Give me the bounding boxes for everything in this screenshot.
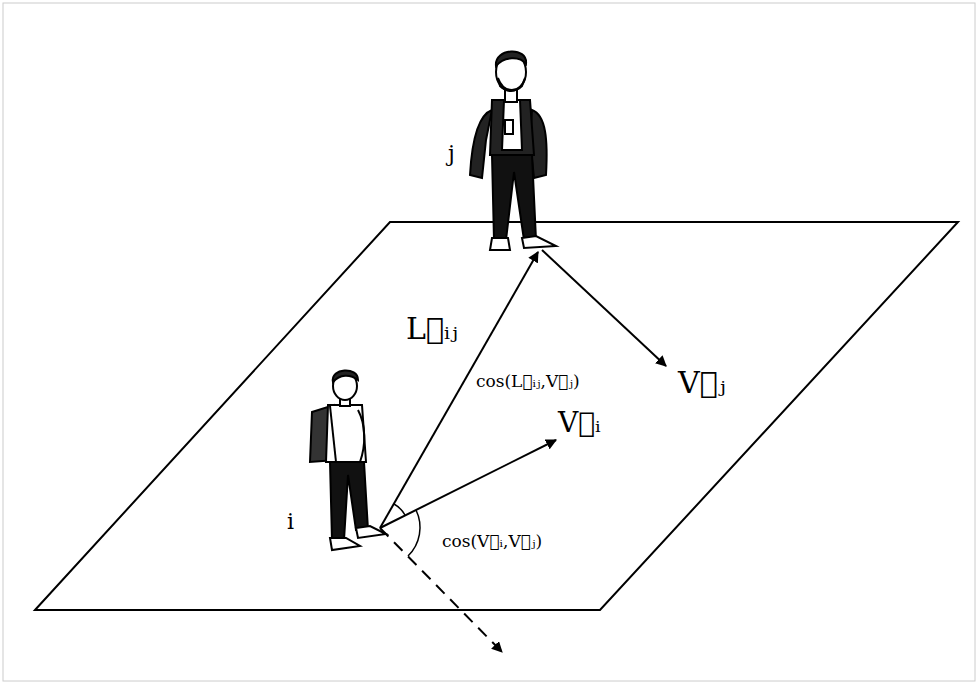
vector-vi (380, 440, 556, 528)
vector-label: L⃗ᵢⱼ (404, 312, 460, 345)
vector-label: V⃗ᵢ (556, 408, 603, 439)
ground-plane (35, 222, 958, 610)
angle-arc (408, 510, 420, 556)
frame (3, 3, 975, 681)
person-label: j (446, 142, 457, 166)
person-j (470, 51, 556, 250)
vector-label: V⃗ⱼ (676, 366, 728, 399)
cosine-label: cos(L⃗ᵢⱼ,V⃗ⱼ) (474, 372, 582, 391)
person-label: i (285, 510, 296, 534)
vector-vj (542, 250, 666, 366)
person-i (310, 370, 386, 550)
cosine-label: cos(V⃗ᵢ,V⃗ⱼ) (440, 532, 544, 551)
angle-arc (394, 504, 405, 515)
